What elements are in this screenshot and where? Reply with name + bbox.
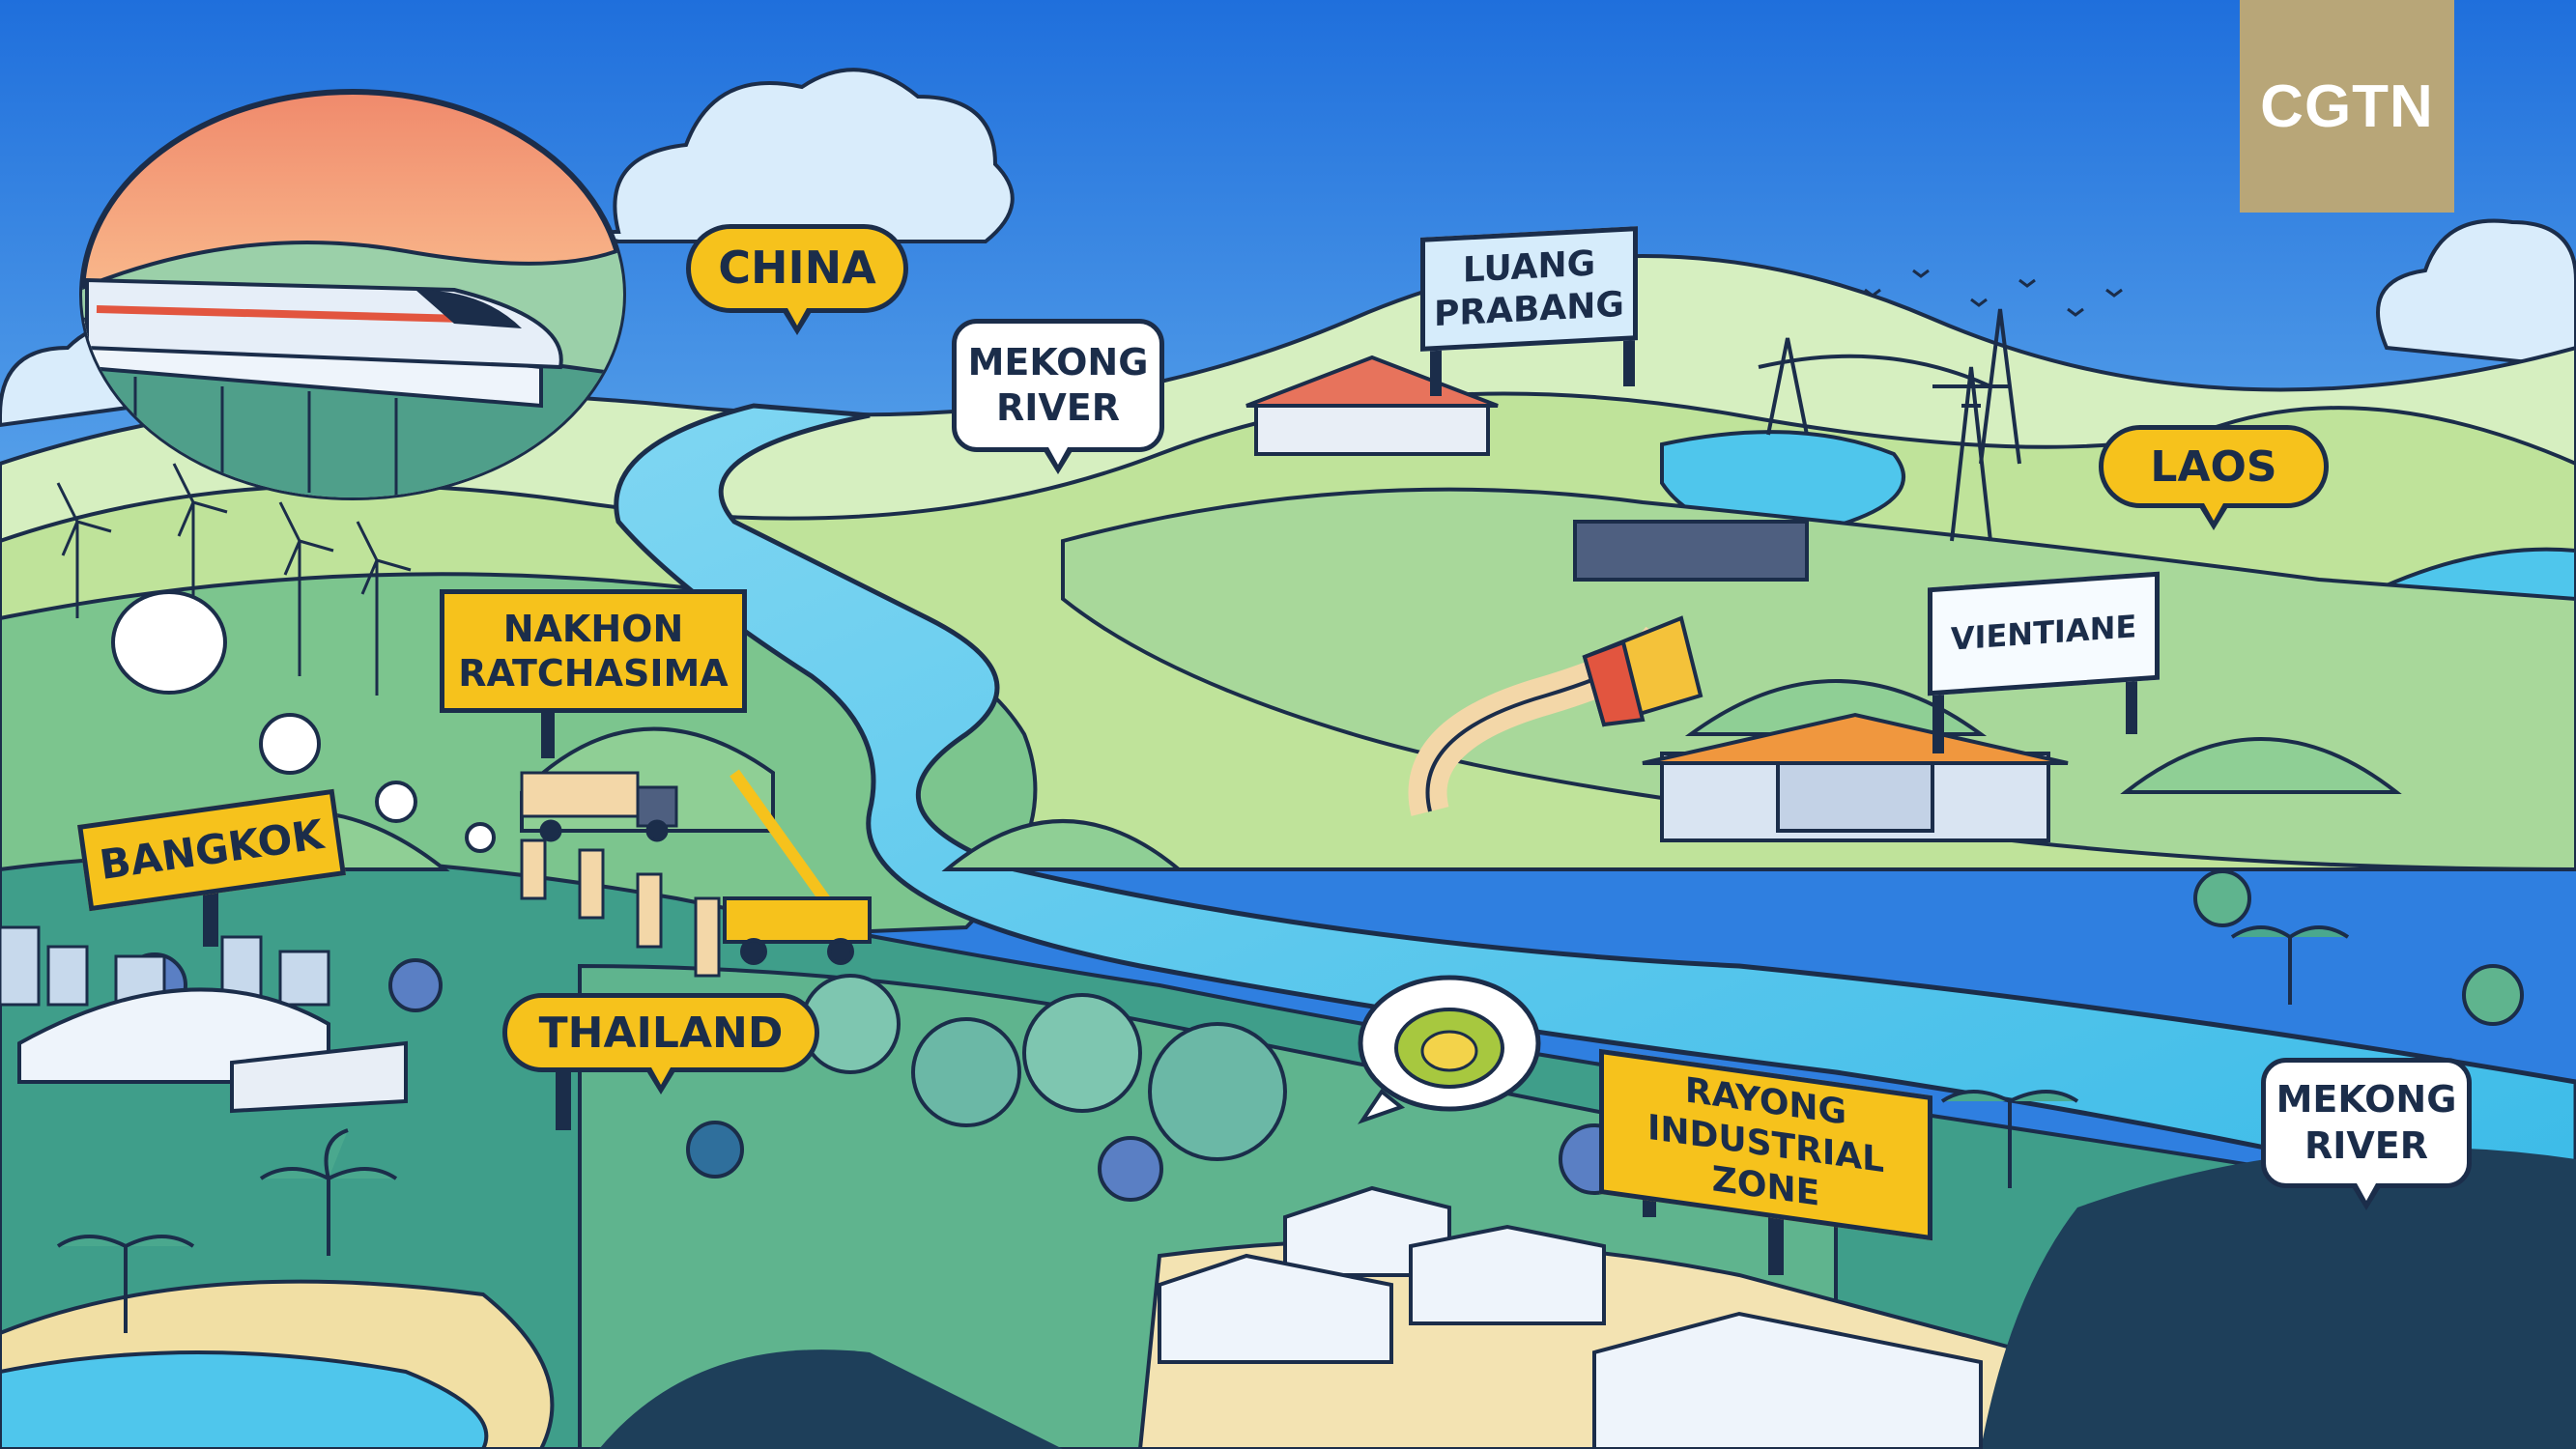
label-thailand: THAILAND xyxy=(502,993,819,1094)
factory-icon xyxy=(1158,1185,1983,1449)
truck-icon xyxy=(520,771,678,842)
thought-bubbles xyxy=(111,590,496,853)
station-icon xyxy=(1245,355,2069,842)
sign-nakhon-ratchasima-text: NAKHON RATCHASIMA xyxy=(458,607,729,695)
label-mekong-river-bottom-text: MEKONG RIVER xyxy=(2275,1078,2457,1167)
label-china: CHINA xyxy=(686,224,908,335)
sign-luang-prabang-text: LUANG PRABANG xyxy=(1434,243,1624,335)
sign-bangkok-text: BANGKOK xyxy=(97,810,327,890)
label-laos-text: LAOS xyxy=(2150,441,2277,492)
bridge-piers xyxy=(520,838,721,978)
sign-nakhon-ratchasima: NAKHON RATCHASIMA xyxy=(440,589,747,713)
freight-train-icon xyxy=(1408,520,1809,816)
sign-vientiane: VIENTIANE xyxy=(1928,571,2160,696)
wind-turbine-icon xyxy=(56,463,412,696)
sign-posts xyxy=(203,328,2137,1275)
label-thailand-text: THAILAND xyxy=(538,1008,784,1058)
label-mekong-river-top-text: MEKONG RIVER xyxy=(967,340,1149,430)
dark-forest-bottom xyxy=(599,1350,1063,1449)
label-china-text: CHINA xyxy=(718,242,876,295)
palm-trees xyxy=(56,925,2350,1333)
label-laos: LAOS xyxy=(2099,425,2329,530)
sign-luang-prabang: LUANG PRABANG xyxy=(1420,226,1638,352)
sea-bottom-left xyxy=(0,1350,489,1449)
bangkok-station xyxy=(17,987,408,1114)
durian-icon xyxy=(1358,975,1541,1124)
label-mekong-river-bottom: MEKONG RIVER xyxy=(2261,1058,2472,1210)
power-pylon-icon xyxy=(1758,308,2021,542)
high-speed-train-icon xyxy=(79,89,626,500)
label-mekong-river-top: MEKONG RIVER xyxy=(952,319,1164,474)
sign-vientiane-text: VIENTIANE xyxy=(1950,608,2137,659)
mekong-river xyxy=(614,403,2576,1220)
cgtn-logo: CGTN xyxy=(2240,0,2454,213)
birds xyxy=(1864,269,2123,317)
dark-forest-right xyxy=(1981,1147,2576,1449)
crane-icon xyxy=(723,769,872,965)
